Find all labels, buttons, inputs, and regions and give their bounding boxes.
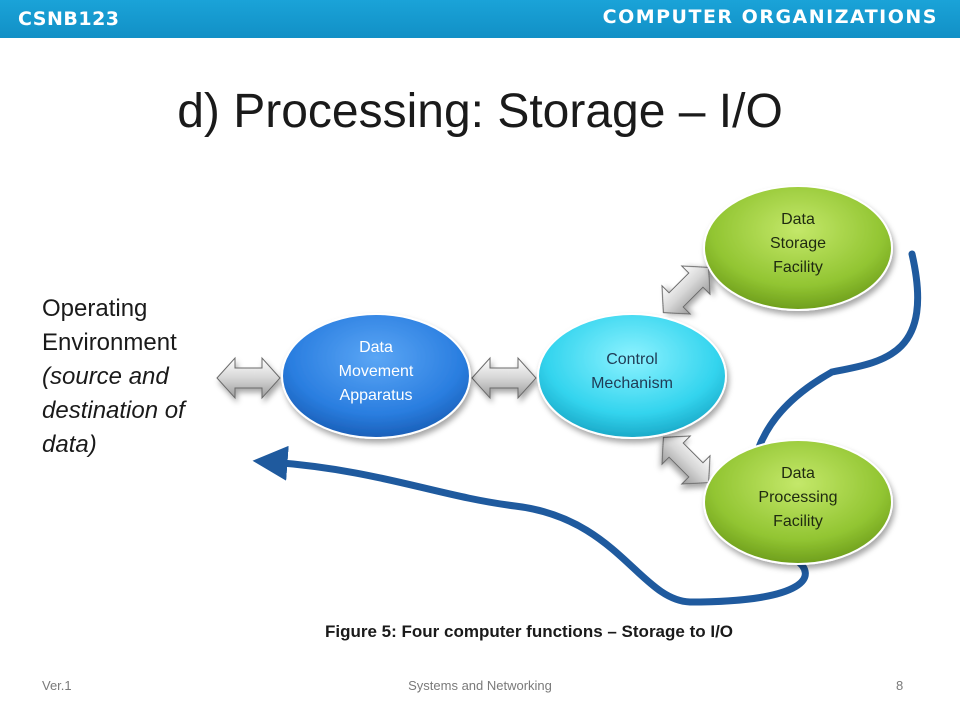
node-label-line: Control xyxy=(606,351,658,368)
data-storage-label: Data Storage Facility xyxy=(708,208,888,280)
data-storage-node xyxy=(703,185,893,311)
node-label-line: Mechanism xyxy=(591,375,673,392)
data-movement-label: Data Movement Apparatus xyxy=(286,336,466,408)
double-arrow-movement-control xyxy=(471,356,537,400)
page-number: 8 xyxy=(896,678,904,693)
footer-center: Systems and Networking xyxy=(408,678,552,693)
data-processing-label: Data Processing Facility xyxy=(708,462,888,534)
node-label-line: Processing xyxy=(758,489,838,506)
op-env-line: (source and xyxy=(42,363,169,390)
node-label-line: Data xyxy=(781,465,815,482)
course-name: COMPUTER ORGANIZATIONS xyxy=(602,6,938,28)
footer-version: Ver.1 xyxy=(42,678,72,693)
slide-title: d) Processing: Storage – I/O xyxy=(177,85,783,138)
flow-arrow xyxy=(252,250,922,606)
data-movement-node xyxy=(281,313,471,439)
node-label-line: Data xyxy=(359,339,393,356)
operating-environment-label: Operating Environment (source and destin… xyxy=(42,292,242,462)
op-env-line: Operating xyxy=(42,295,148,322)
node-label-line: Facility xyxy=(773,259,823,276)
control-node xyxy=(537,313,727,439)
node-label-line: Storage xyxy=(769,235,827,252)
double-arrow-env-movement xyxy=(216,356,281,400)
op-env-line: Environment xyxy=(42,329,177,356)
node-label-line: Data xyxy=(781,211,815,228)
course-code: CSNB123 xyxy=(18,8,120,30)
data-processing-node xyxy=(703,439,893,565)
header-bar: CSNB123 COMPUTER ORGANIZATIONS xyxy=(0,0,960,38)
node-label-line: Apparatus xyxy=(339,387,413,404)
control-label: Control Mechanism xyxy=(542,348,722,396)
op-env-line: data) xyxy=(42,431,97,458)
figure-caption: Figure 5: Four computer functions – Stor… xyxy=(324,622,734,641)
node-label-line: Movement xyxy=(338,363,414,380)
op-env-line: destination of xyxy=(42,397,185,424)
node-label-line: Facility xyxy=(773,513,823,530)
